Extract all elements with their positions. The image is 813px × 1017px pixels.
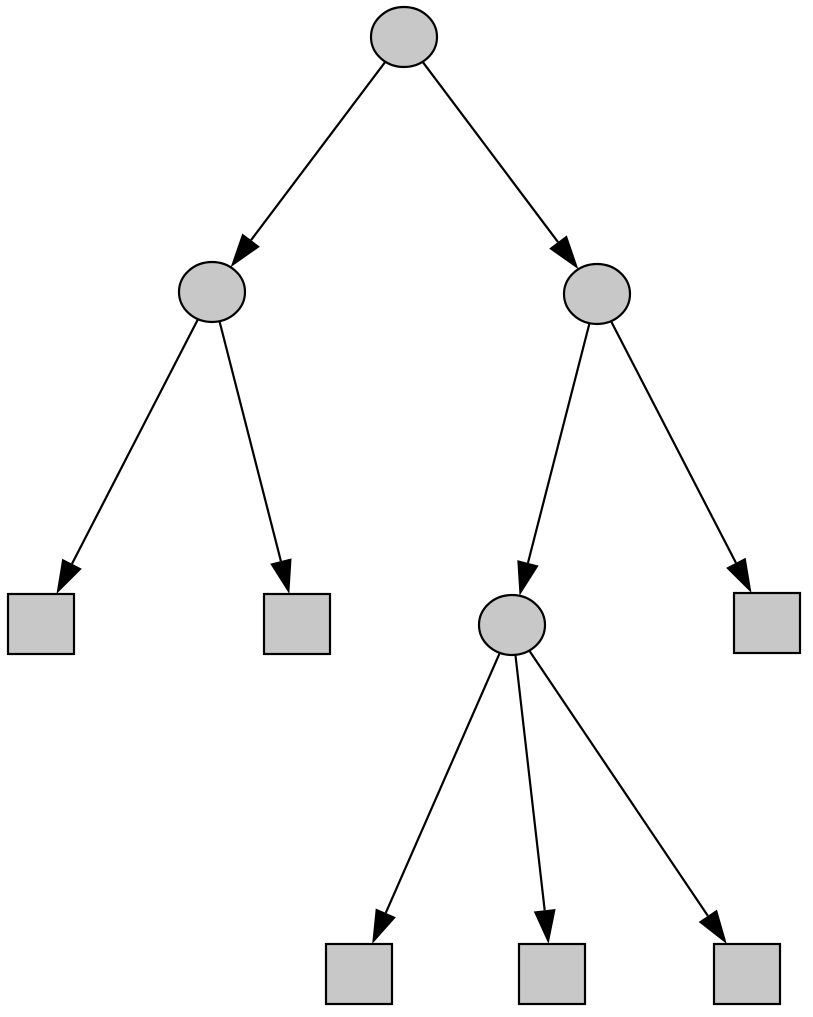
edge-line <box>420 59 559 243</box>
edges-layer <box>56 59 752 944</box>
edge-root-to-right-child <box>420 59 579 270</box>
edge-left-child-to-leaf-2 <box>217 318 292 594</box>
arrowhead <box>533 908 556 944</box>
arrowhead <box>230 233 260 268</box>
edge-line <box>526 320 592 564</box>
nodes-layer <box>6 5 802 1006</box>
edge-line <box>71 316 201 565</box>
edge-line <box>384 650 502 914</box>
arrowhead <box>270 558 292 594</box>
edge-inner-node-to-leaf-6 <box>526 647 727 944</box>
node-leaf-2 <box>262 592 332 656</box>
arrowhead <box>549 235 579 270</box>
edge-right-child-to-inner-node <box>517 320 592 596</box>
node-leaf-4 <box>324 942 394 1006</box>
edge-inner-node-to-leaf-5 <box>514 652 556 944</box>
node-root <box>369 5 439 69</box>
arrowhead <box>726 557 752 593</box>
node-right-child <box>562 262 632 326</box>
node-leaf-1 <box>6 592 76 656</box>
edge-line <box>250 59 388 241</box>
edge-left-child-to-leaf-1 <box>56 316 201 594</box>
edge-inner-node-to-leaf-4 <box>372 650 502 944</box>
edge-line <box>608 318 737 564</box>
node-leaf-5 <box>517 942 587 1006</box>
edge-line <box>514 652 546 911</box>
edge-line <box>217 318 282 562</box>
edge-right-child-to-leaf-3 <box>608 318 752 593</box>
arrowhead <box>698 909 727 944</box>
node-left-child <box>177 260 247 324</box>
node-leaf-6 <box>712 942 782 1006</box>
node-inner-node <box>477 593 547 657</box>
arrowhead <box>517 560 539 596</box>
arrowhead <box>56 558 82 594</box>
edge-root-to-left-child <box>230 59 388 268</box>
node-leaf-3 <box>732 591 802 655</box>
edge-line <box>526 647 709 917</box>
arrowhead <box>372 908 396 944</box>
